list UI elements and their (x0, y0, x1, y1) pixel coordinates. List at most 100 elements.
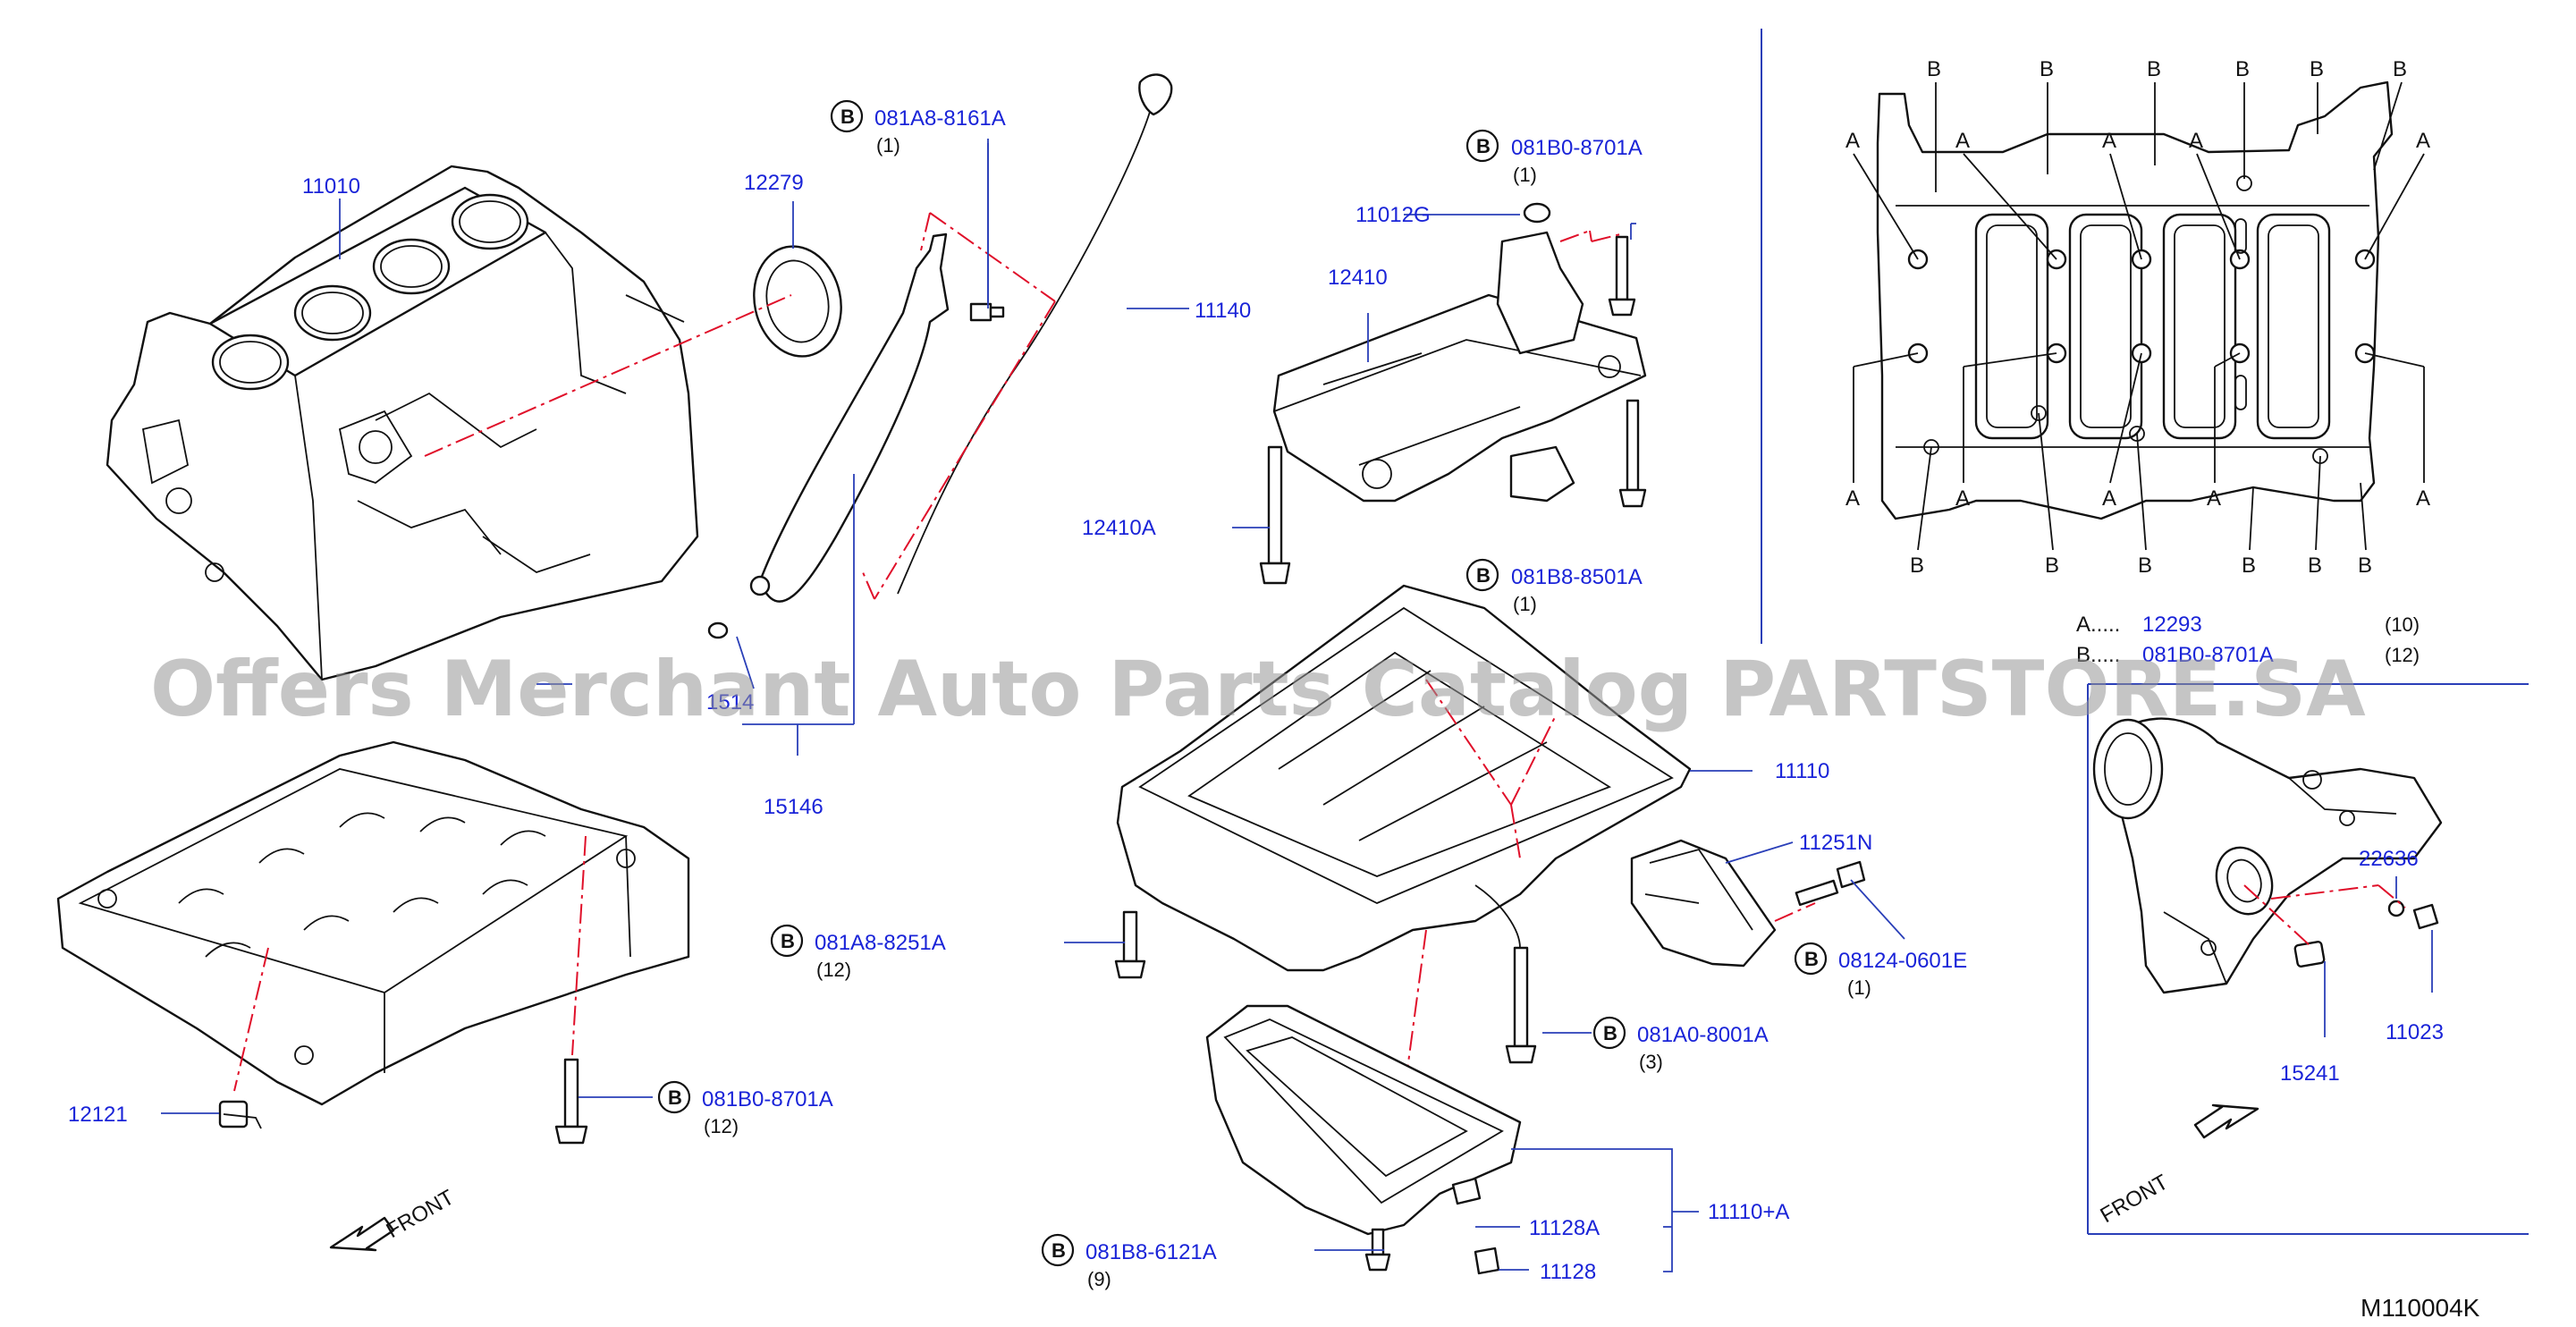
bolt-label-081B0-8701A[interactable]: 081B0-8701A (1511, 136, 1643, 160)
front-arrow-icon (329, 1216, 395, 1252)
bolt-marker-letter: B (1603, 1022, 1617, 1044)
legend-part-b[interactable]: 081B0-8701A (2142, 643, 2274, 667)
oil-level-gauge-drawing (707, 73, 1173, 639)
crankshaft-oil-seal-drawing (424, 245, 842, 457)
section-frames (1761, 29, 2529, 1235)
upper-oil-pan-drawing (1114, 584, 1692, 1163)
block-letter-b: B (2308, 554, 2322, 578)
block-side-view-drawing (2092, 717, 2443, 994)
bolt-label-081A8-8161A[interactable]: 081A8-8161A (874, 106, 1006, 131)
front-arrow-icon-right (2193, 1103, 2259, 1139)
part-label-11110A[interactable]: 11110+A (1708, 1200, 1789, 1224)
block-letter-a: A (2102, 129, 2116, 153)
block-view-leaders (1853, 81, 2425, 551)
bolt-label-081A0-8001A[interactable]: 081A0-8001A (1637, 1023, 1769, 1047)
diagram-code: M110004K (2361, 1294, 2480, 1322)
crankcase-bolt-drawing (554, 1058, 588, 1145)
cylinder-block-drawing (106, 165, 699, 681)
block-letter-a: A (1955, 129, 1970, 153)
block-letter-a: A (2189, 129, 2203, 153)
block-view-letters: B B B B B B A A A A A A A A A A B B B B … (1845, 57, 2430, 578)
block-letter-b: B (1927, 57, 1941, 81)
bolt-qty: (3) (1639, 1051, 1663, 1073)
block-letter-b: B (2138, 554, 2152, 578)
part-label-11012G[interactable]: 11012G (1356, 203, 1431, 227)
block-letter-b: B (1910, 554, 1924, 578)
legend-part-a[interactable]: 12293 (2142, 613, 2202, 637)
oil-pressure-switch-drawing (218, 1100, 262, 1129)
part-label-1514[interactable]: 1514 (706, 690, 754, 714)
bolt-marker-081B0-8701A-12 (657, 1080, 691, 1114)
part-label-12121[interactable]: 12121 (68, 1103, 128, 1127)
block-letter-b: B (2235, 57, 2250, 81)
part-label-11110[interactable]: 11110 (1775, 759, 1829, 783)
block-letter-a: A (2207, 486, 2221, 511)
legend-qty-a: (10) (2385, 613, 2420, 636)
legend-key-a: A..... (2076, 613, 2120, 637)
block-letter-b: B (2242, 554, 2256, 578)
bolt-marker-letter: B (1476, 135, 1491, 157)
bolt-marker-081B8-8501A (1465, 558, 1499, 592)
bolt-label-081B8-8501A[interactable]: 081B8-8501A (1511, 565, 1643, 589)
block-letter-a: A (1845, 129, 1860, 153)
part-label-11251N[interactable]: 11251N (1799, 831, 1872, 855)
legend-qty-b: (12) (2385, 644, 2420, 666)
block-letter-b: B (2393, 57, 2407, 81)
front-label-right: FRONT (2097, 1170, 2173, 1228)
part-label-11128A[interactable]: 11128A (1529, 1216, 1600, 1240)
leader-lines (161, 139, 2433, 1272)
bolt-qty: (1) (876, 134, 900, 156)
bolt-label-081A8-8251A[interactable]: 081A8-8251A (815, 931, 946, 955)
bolt-marker-letter: B (840, 106, 855, 128)
front-label-left: FRONT (383, 1185, 459, 1243)
block-letter-a: A (2416, 486, 2430, 511)
bolt-marker-081A0-8001A (1592, 1016, 1626, 1050)
bolt-label-081B8-6121A[interactable]: 081B8-6121A (1085, 1240, 1217, 1264)
block-letter-a: A (1845, 486, 1860, 511)
part-label-15241[interactable]: 15241 (2280, 1061, 2340, 1086)
bolt-marker-081A8-8251A (770, 924, 804, 958)
bolt-marker-letter: B (1476, 564, 1491, 587)
bolt-marker-081B0-8701A (1465, 129, 1499, 163)
part-label-22636[interactable]: 22636 (2359, 847, 2419, 871)
watermark: Offers Merchant Auto Parts Catalog PARTS… (150, 645, 2366, 734)
bolt-marker-letter: B (781, 930, 795, 952)
block-letter-b: B (2045, 554, 2059, 578)
bolt-qty: (1) (1513, 593, 1537, 615)
block-letter-b: B (2040, 57, 2054, 81)
part-label-12410[interactable]: 12410 (1328, 266, 1388, 290)
bolt-marker-letter: B (1804, 948, 1819, 970)
block-bottom-view-drawing (1876, 80, 2394, 520)
bolt-marker-081B8-6121A (1041, 1233, 1075, 1267)
part-label-11023[interactable]: 11023 (2386, 1020, 2444, 1044)
part-label-12279[interactable]: 12279 (744, 171, 804, 195)
balancer-oil-pump-drawing (1259, 202, 1647, 585)
bolt-qty: (9) (1087, 1268, 1111, 1290)
bolt-label-08124-0601E[interactable]: 08124-0601E (1838, 949, 1967, 973)
lower-oil-pan-drawing (1205, 1004, 1522, 1275)
bolt-marker-081A8-8161A (830, 99, 864, 133)
bolt-marker-08124-0601E (1794, 942, 1828, 976)
part-label-11140[interactable]: 11140 (1195, 299, 1251, 323)
oil-pan-baffle-drawing (1630, 839, 1866, 968)
part-label-11128[interactable]: 11128 (1540, 1260, 1596, 1284)
bolt-qty: (12) (704, 1115, 739, 1137)
bolt-qty: (1) (1513, 164, 1537, 186)
part-label-15146[interactable]: 15146 (764, 795, 823, 819)
part-label-11010[interactable]: 11010 (302, 174, 360, 199)
bolt-marker-letter: B (668, 1086, 682, 1109)
bolt-qty: (12) (816, 959, 851, 981)
bolt-qty: (1) (1847, 976, 1871, 999)
block-letter-b: B (2147, 57, 2161, 81)
block-letter-a: A (2102, 486, 2116, 511)
legend: A..... 12293 (10) B..... 081B0-8701A (12… (2076, 613, 2420, 667)
part-label-12410A[interactable]: 12410A (1082, 516, 1156, 540)
bolt-marker-letter: B (1052, 1239, 1066, 1262)
bolt-label-081B0-8701A-12[interactable]: 081B0-8701A (702, 1087, 833, 1111)
legend-key-b: B..... (2076, 643, 2120, 667)
lower-crankcase-drawing (56, 740, 690, 1106)
block-letter-b: B (2358, 554, 2372, 578)
block-letter-b: B (2310, 57, 2324, 81)
block-letter-a: A (1955, 486, 1970, 511)
